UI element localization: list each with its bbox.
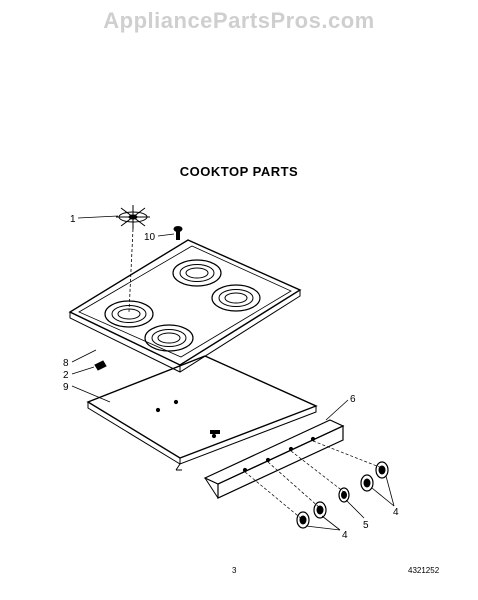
burner-front-left: [144, 324, 194, 352]
knob-part: [313, 501, 327, 519]
callout-2: 2: [63, 370, 69, 381]
callout-5: 5: [363, 520, 369, 531]
callout-6: 6: [350, 394, 356, 405]
knob-part: [375, 461, 389, 479]
watermark-logo: AppliancePartsPros.com: [103, 8, 375, 33]
page-title: COOKTOP PARTS: [179, 164, 299, 179]
screw-part: [173, 226, 183, 240]
burner-front-right: [211, 284, 261, 312]
clip-part: [94, 360, 107, 371]
knob-part: [338, 487, 350, 503]
callout-1: 1: [70, 214, 76, 225]
cooktop-panel: [68, 239, 302, 373]
diagram-part-code: 4321252: [408, 566, 440, 575]
burner-back-right: [172, 259, 222, 287]
callout-10: 10: [144, 232, 156, 243]
callout-8: 8: [63, 358, 69, 369]
leader-lines: [71, 215, 395, 531]
callout-4-upper: 4: [393, 507, 399, 518]
burner-cap-part: [116, 205, 150, 313]
lower-panel: [86, 355, 318, 471]
callout-4-lower: 4: [342, 530, 348, 541]
page-number: 3: [232, 566, 237, 575]
knob-part: [296, 511, 310, 529]
knob-part: [360, 474, 374, 492]
manifold-panel: [203, 419, 383, 521]
callout-9: 9: [63, 382, 69, 393]
